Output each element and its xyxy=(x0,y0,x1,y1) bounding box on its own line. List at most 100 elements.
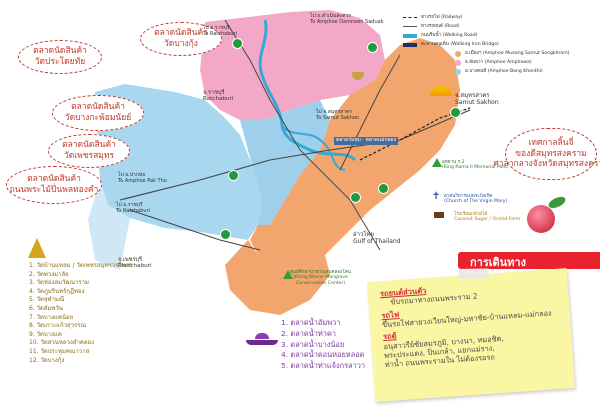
market-item: 3. ตลาดน้ำบางน้อย xyxy=(281,339,345,349)
legend-district-amphawa: อ.อัมพวา (Amphoe Amphawa) xyxy=(455,59,532,66)
market-bubble-3-text: ตลาดนัดสินค้า วัดบางกะพ้อมนัยย์ xyxy=(64,102,132,123)
region-central-blue xyxy=(240,100,330,225)
market-item: 4. ตลาดน้ำดอนหอยหลอด xyxy=(281,350,365,360)
legend-railway: ทางรถไฟ (Railway) xyxy=(403,14,462,21)
note-tape xyxy=(458,268,489,279)
road-4 xyxy=(129,209,261,251)
orchid-farm-icon xyxy=(434,212,444,218)
sunset-icon xyxy=(430,85,452,96)
label-mae-klong: ตลาดร่มหุบ · ตลาดแม่กลอง xyxy=(334,137,399,145)
market-bubble-5-text: ตลาดนัดสินค้า ถนนพระไม้ปิ่นพลทองคำ xyxy=(9,174,99,195)
legend-muang-label: อ.เมืองฯ (Amphoe Mueang Samut Songkhram) xyxy=(465,51,570,56)
label-samut-sakhon-road: ไป จ.สมุทรสาคร To Samut Sakhon xyxy=(316,109,360,121)
church-icon: ✝ xyxy=(432,191,441,202)
legend-walking-bridge-label: สะพานคนเดิน (Walking Iron Bridge) xyxy=(421,42,499,47)
temple-item: 7. วัดบางแคน้อย xyxy=(29,313,74,321)
travel-note: รถยนต์ส่วนตัว ขับรถมาทางถนนพระราม 2 รถไฟ… xyxy=(367,268,575,402)
region-mueang-lower xyxy=(225,240,330,315)
legend-road: ทางรถยนต์ (Road) xyxy=(403,23,460,30)
legend-walking-road-swatch xyxy=(403,33,417,38)
legend-bangkhonthi-label: อ.บางคนที (Amphoe Bang Khonthi) xyxy=(465,69,543,74)
label-phetchaburi: จ.เพชรบุรี Phetchaburi xyxy=(118,257,152,270)
label-rama2-park: อุทยาน ร.2 (King Rama II Memorial Park) xyxy=(442,160,509,171)
temple-item: 9. วัดบางแค xyxy=(29,330,62,338)
legend-railway-label: ทางรถไฟ (Railway) xyxy=(421,15,463,20)
legend-amphawa-dot xyxy=(455,59,461,66)
lychee-icon xyxy=(527,205,555,233)
legend-amphawa-label: อ.อัมพวา (Amphoe Amphawa) xyxy=(465,60,532,65)
floating-market-boat-icon xyxy=(246,333,278,347)
boat-icon xyxy=(352,72,364,80)
temple-list: 1. วัดบ้านแหลม / วัดเพชรสมุทรวรวิหาร 2. … xyxy=(29,262,132,365)
temple-item: 10. วัดสวนหลวงลำคลอง xyxy=(29,339,95,347)
legend-walking-bridge-swatch xyxy=(403,42,417,47)
legend-muang-dot xyxy=(455,50,461,57)
legend-walking-road: ถนนริมน้ำ (Walking Road) xyxy=(403,32,477,39)
market-bubble-5: ตลาดนัดสินค้า ถนนพระไม้ปิ่นพลทองคำ xyxy=(6,166,102,204)
region-amphawa xyxy=(200,10,385,120)
market-item: 1. ตลาดน้ำอัมพวา xyxy=(281,318,341,327)
boat-hull xyxy=(246,340,278,345)
pagoda-icon xyxy=(28,238,46,258)
market-bubble-4: ตลาดนัดสินค้า วัดเพชรสมุทร xyxy=(48,134,130,168)
route-marker-7 xyxy=(220,229,231,240)
legend-walking-bridge: สะพานคนเดิน (Walking Iron Bridge) xyxy=(403,41,499,48)
region-west xyxy=(95,84,262,240)
legend-district-muang: อ.เมืองฯ (Amphoe Mueang Samut Songkhram) xyxy=(455,50,569,57)
temple-item: 1. วัดบ้านแหลม / วัดเพชรสมุทรวรวิหาร xyxy=(29,262,133,269)
region-mueang xyxy=(250,38,460,270)
temple-item: 2. วัดพวงมาลัย xyxy=(29,270,69,278)
route-marker-3 xyxy=(450,107,461,118)
label-samut-sakhon: จ.สมุทรสาคร Samut Sakhon xyxy=(455,92,499,106)
market-bubble-2-text: ตลาดนัดสินค้า วัดบางกุ้ง xyxy=(154,28,208,49)
label-ratchaburi-left: จ.ราชบุรี Ratchaburi xyxy=(203,90,234,103)
festival-bubble-text: เทศกาลลิ้นจี่ ของดีสมุทรสงคราม ศาลากลางจ… xyxy=(493,138,600,170)
temple-item: 8. วัดเกาะแก้วสุวรรณ xyxy=(29,322,87,330)
river-branch xyxy=(281,124,346,171)
note-content: รถยนต์ส่วนตัว ขับรถมาทางถนนพระราม 2 รถไฟ… xyxy=(380,277,555,369)
label-virgin-mary: อาสนวิหารแม่พระบังเกิด (Church of The Vi… xyxy=(444,194,508,205)
market-bubble-2: ตลาดนัดสินค้า วัดบางกุ้ง xyxy=(140,22,222,56)
label-ratchaburi-top: ไป อ.ราชบุรี To Ratchaburi xyxy=(203,25,238,37)
market-bubble-3: ตลาดนัดสินค้า วัดบางกะพ้อมนัยย์ xyxy=(52,95,144,131)
route-marker-6 xyxy=(350,192,361,203)
region-outside xyxy=(88,180,130,270)
market-item: 5. ตลาดน้ำท่าแจ้งกรลาวา xyxy=(281,361,366,371)
label-mangrove: ศูนย์ศึกษาป่าชายเลนคลองโคน (Klong Khone … xyxy=(290,270,352,286)
legend-road-label: ทางรถยนต์ (Road) xyxy=(421,24,460,29)
temple-item: 3. วัดช่องลมวัฒนาราม xyxy=(29,279,89,287)
route-marker-1 xyxy=(232,38,243,49)
market-bubble-4-text: ตลาดนัดสินค้า วัดเพชรสมุทร xyxy=(62,140,116,161)
legend-railway-swatch xyxy=(403,17,417,18)
label-gulf: อ่าวไทย Gulf of Thailand xyxy=(353,231,401,245)
market-bubble-1: ตลาดนัดสินค้า วัดประโดยทัย xyxy=(18,40,102,74)
label-ratchaburi-mid: ไป อ.ราชบุรี To Ratchaburi xyxy=(116,202,151,214)
market-bubble-1-text: ตลาดนัดสินค้า วัดประโดยทัย xyxy=(33,46,87,67)
floating-market-list: 1. ตลาดน้ำอัมพวา 2. ตลาดน้ำท่าคา 3. ตลาด… xyxy=(281,318,365,372)
label-pak-tho: ไป อ.ปากท่อ To Amphoe Pak Tho xyxy=(118,172,167,184)
travel-title: การเดินทาง xyxy=(470,256,526,269)
route-marker-2 xyxy=(367,42,378,53)
label-orchid-farm: โรงเรียนกล้วยไม้ Coconut Sugar / Orchid … xyxy=(454,212,521,223)
legend-bangkhonthi-dot xyxy=(455,68,461,75)
temple-item: 4. วัดภูมรินทร์กุฎีทอง xyxy=(29,287,85,295)
legend-walking-road-label: ถนนริมน้ำ (Walking Road) xyxy=(421,33,478,38)
legend-road-swatch xyxy=(403,26,417,27)
mangrove-icon xyxy=(283,270,293,279)
boat-roof xyxy=(255,333,269,339)
road-main xyxy=(119,109,471,201)
temple-item: 5. วัดจุฬามณี xyxy=(29,296,65,304)
travel-title-bar: การเดินทาง xyxy=(458,252,600,269)
temple-item: 6. วัดอัมพวัน xyxy=(29,304,63,312)
route-marker-4 xyxy=(228,170,239,181)
road-2 xyxy=(224,19,381,251)
festival-bubble: เทศกาลลิ้นจี่ ของดีสมุทรสงคราม ศาลากลางจ… xyxy=(493,128,600,180)
route-marker-5 xyxy=(378,183,389,194)
temple-item: 11. วัดประทุมคณาวาส xyxy=(29,347,90,355)
label-damnoen: ไป อ.ดำเนินสะดวก To Amphoe Damnoen Sadua… xyxy=(310,13,384,25)
park-icon xyxy=(432,158,442,167)
temple-item: 12. วัดบางกุ้ง xyxy=(29,356,65,364)
market-item: 2. ตลาดน้ำท่าคา xyxy=(281,328,336,338)
